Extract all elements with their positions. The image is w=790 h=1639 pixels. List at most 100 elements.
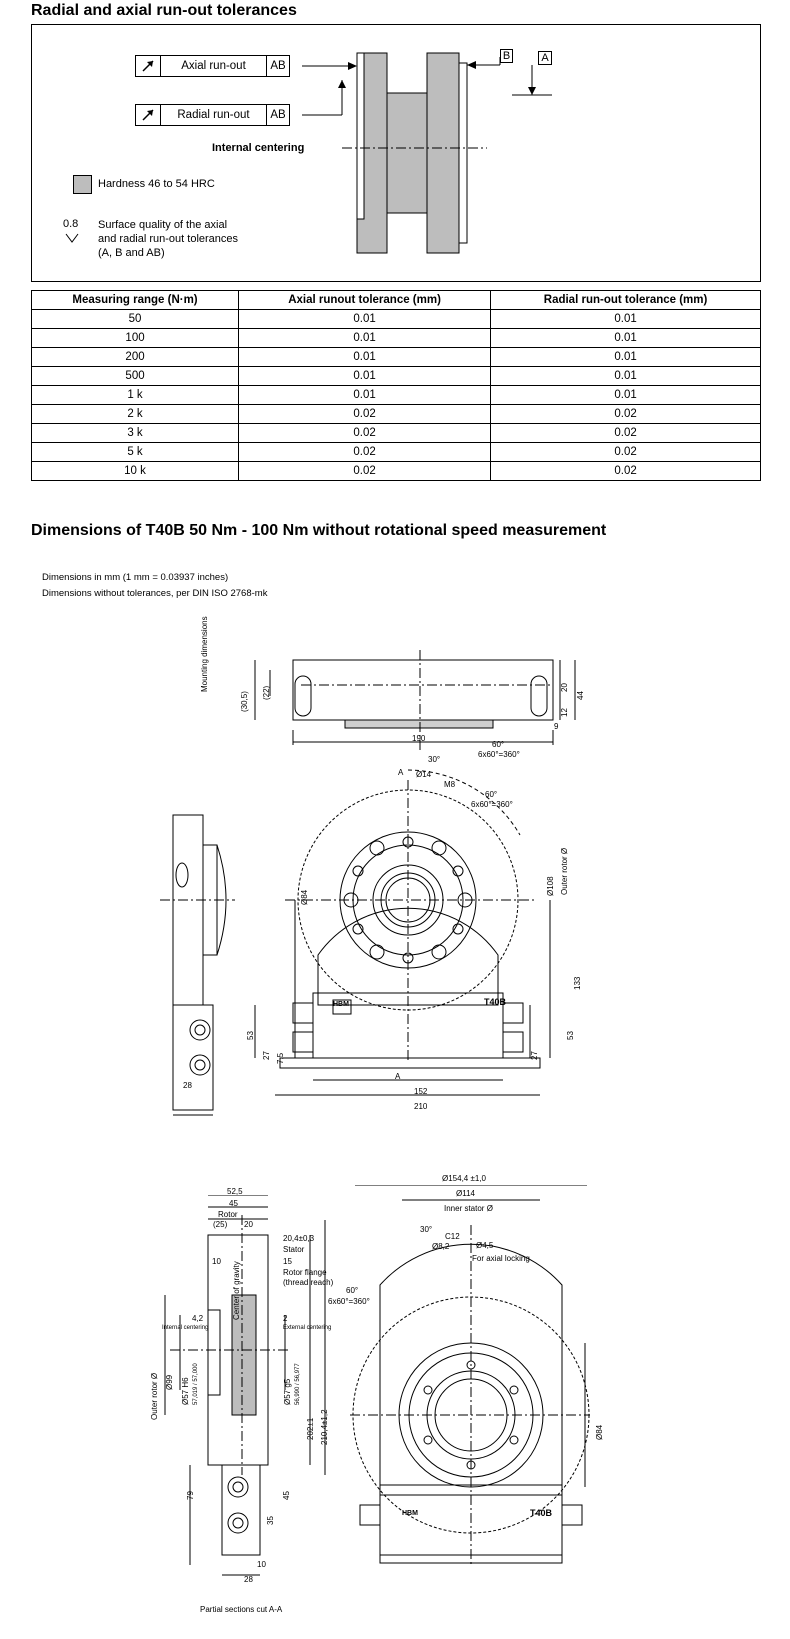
dim-27-right: 27	[530, 1051, 539, 1060]
axial-runout-frame: Axial run-out AB	[135, 55, 290, 77]
dim-4-2: 4,2	[192, 1314, 204, 1323]
table-cell: 10 k	[30, 461, 240, 481]
section-caption: Partial sections cut A-A	[200, 1605, 283, 1614]
dim-d14: Ø14	[416, 770, 432, 779]
dim-202: 202±1	[306, 1417, 315, 1440]
table-cell: 0.02	[490, 423, 761, 443]
side-section-drawing	[164, 1195, 326, 1576]
dim-tol-1: 57,019 / 57,000	[193, 1363, 199, 1405]
dim-d108: Ø108	[546, 876, 555, 896]
dim-12: 12	[560, 708, 569, 717]
table-header-row: Measuring range (N·m) Axial runout toler…	[30, 290, 761, 310]
dim-d154: Ø154,4 ±1,0	[442, 1174, 486, 1183]
runout-arrow-icon	[136, 56, 161, 76]
surface-value: 0.8	[63, 218, 79, 230]
table-cell: 0.02	[490, 442, 761, 462]
datum-a: A	[538, 51, 552, 65]
table-cell: 0.01	[490, 366, 761, 386]
table-cell: 0.01	[238, 309, 492, 329]
table-cell: 50	[30, 309, 240, 329]
internal-centering-label: Internal centering	[212, 142, 305, 154]
surface-line-1: Surface quality of the axial	[98, 219, 228, 231]
rear-logo: HBM	[402, 1510, 418, 1517]
dim-angle-30-rear: 30°	[420, 1225, 433, 1234]
runout-arrow-icon	[136, 105, 161, 125]
dim-internal-centering: Internal centering	[162, 1325, 209, 1331]
surface-triangle-icon	[65, 230, 79, 248]
table-cell: 5 k	[30, 442, 240, 462]
table-cell: 500	[30, 366, 240, 386]
table-cell: 0.02	[238, 404, 492, 424]
table-cell: 0.01	[238, 366, 492, 386]
table-cell: 0.02	[238, 423, 492, 443]
table-cell: 0.02	[238, 442, 492, 462]
axial-runout-label: Axial run-out	[161, 56, 267, 76]
hardness-label: Hardness 46 to 54 HRC	[98, 178, 215, 190]
flange-drawing	[302, 52, 552, 254]
dim-210: 210	[414, 1102, 428, 1111]
dim-190: 190	[412, 734, 426, 743]
dim-10b: 10	[257, 1560, 266, 1569]
dim-53-right: 53	[566, 1031, 575, 1040]
table-cell: 0.02	[238, 461, 492, 481]
surface-description: Surface quality of the axial and radial …	[98, 218, 238, 260]
dim-d57g5: Ø57 g5	[283, 1378, 292, 1405]
dim-rotor: Rotor	[218, 1210, 238, 1219]
surface-line-3: (A, B and AB)	[98, 247, 165, 259]
table-cell: 0.02	[490, 461, 761, 481]
dim-152: 152	[414, 1087, 428, 1096]
runout-panel: Axial run-out AB Radial run-out AB Inter…	[31, 24, 761, 282]
dimension-note-1: Dimensions in mm (1 mm = 0.03937 inches)	[42, 572, 229, 583]
dim-d114: Ø114	[456, 1189, 475, 1198]
dim-30-5: (30,5)	[240, 691, 249, 712]
dim-210-4: 210,4±1,2	[320, 1409, 329, 1445]
dim-thread-reach: (thread reach)	[283, 1278, 334, 1287]
rear-brand: T40B	[530, 1508, 553, 1518]
table-cell: 200	[30, 347, 240, 367]
dim-28-side: 28	[244, 1575, 253, 1584]
table-header: Measuring range (N·m)	[30, 290, 240, 310]
dim-20-side: 20	[244, 1220, 253, 1229]
datum-b: B	[500, 49, 513, 63]
front-logo: HBM	[333, 1001, 349, 1008]
dim-outer-rotor: Outer rotor Ø	[560, 847, 569, 895]
dim-7-5: 7,5	[276, 1052, 285, 1064]
table-cell: 0.02	[490, 404, 761, 424]
table-cell: 3 k	[30, 423, 240, 443]
dim-d8-2: Ø8,2	[432, 1242, 450, 1251]
front-view-drawing	[160, 769, 551, 1116]
dim-external-centering: External centering	[283, 1325, 332, 1331]
dim-stator: Stator	[283, 1245, 305, 1254]
dim-10: 10	[212, 1257, 221, 1266]
dim-15: 15	[283, 1257, 292, 1266]
table-cell: 0.01	[490, 385, 761, 405]
dim-d4-5: Ø4,5	[476, 1241, 494, 1250]
table-cell: 0.01	[490, 328, 761, 348]
dim-tol-2: 56,990 / 56,977	[295, 1363, 301, 1405]
axial-runout-ref: AB	[270, 60, 286, 72]
surface-line-2: and radial run-out tolerances	[98, 233, 239, 245]
dim-35: 35	[266, 1516, 275, 1525]
tolerance-table: Measuring range (N·m) Axial runout toler…	[30, 290, 761, 481]
table-cell: 2 k	[30, 404, 240, 424]
dim-angle-60a: 60°	[492, 740, 505, 749]
dim-angle-60b-sub: 6x60°=360°	[471, 800, 513, 809]
radial-runout-label: Radial run-out	[161, 105, 267, 125]
dim-45b: 45	[282, 1491, 291, 1500]
hardness-swatch	[73, 175, 92, 194]
radial-runout-ref: AB	[270, 109, 286, 121]
dim-outer-rotor-side: Outer rotor Ø	[150, 1372, 159, 1420]
dim-angle-60-rear-sub: 6x60°=360°	[328, 1297, 370, 1306]
dim-angle-30: 30°	[428, 755, 441, 764]
dim-2: 2	[283, 1314, 288, 1323]
dim-45: 45	[229, 1199, 238, 1208]
dim-d84: Ø84	[300, 889, 309, 905]
front-brand: T40B	[484, 997, 507, 1007]
table-cell: 0.01	[238, 347, 492, 367]
